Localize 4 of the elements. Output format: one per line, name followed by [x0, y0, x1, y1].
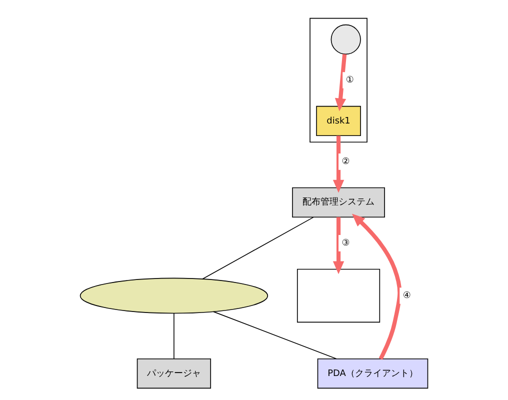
- edge-label: ②: [342, 156, 350, 167]
- edge-label: ④: [402, 291, 411, 302]
- edge-label: ③: [342, 238, 350, 248]
- edge-label: ①: [346, 76, 354, 86]
